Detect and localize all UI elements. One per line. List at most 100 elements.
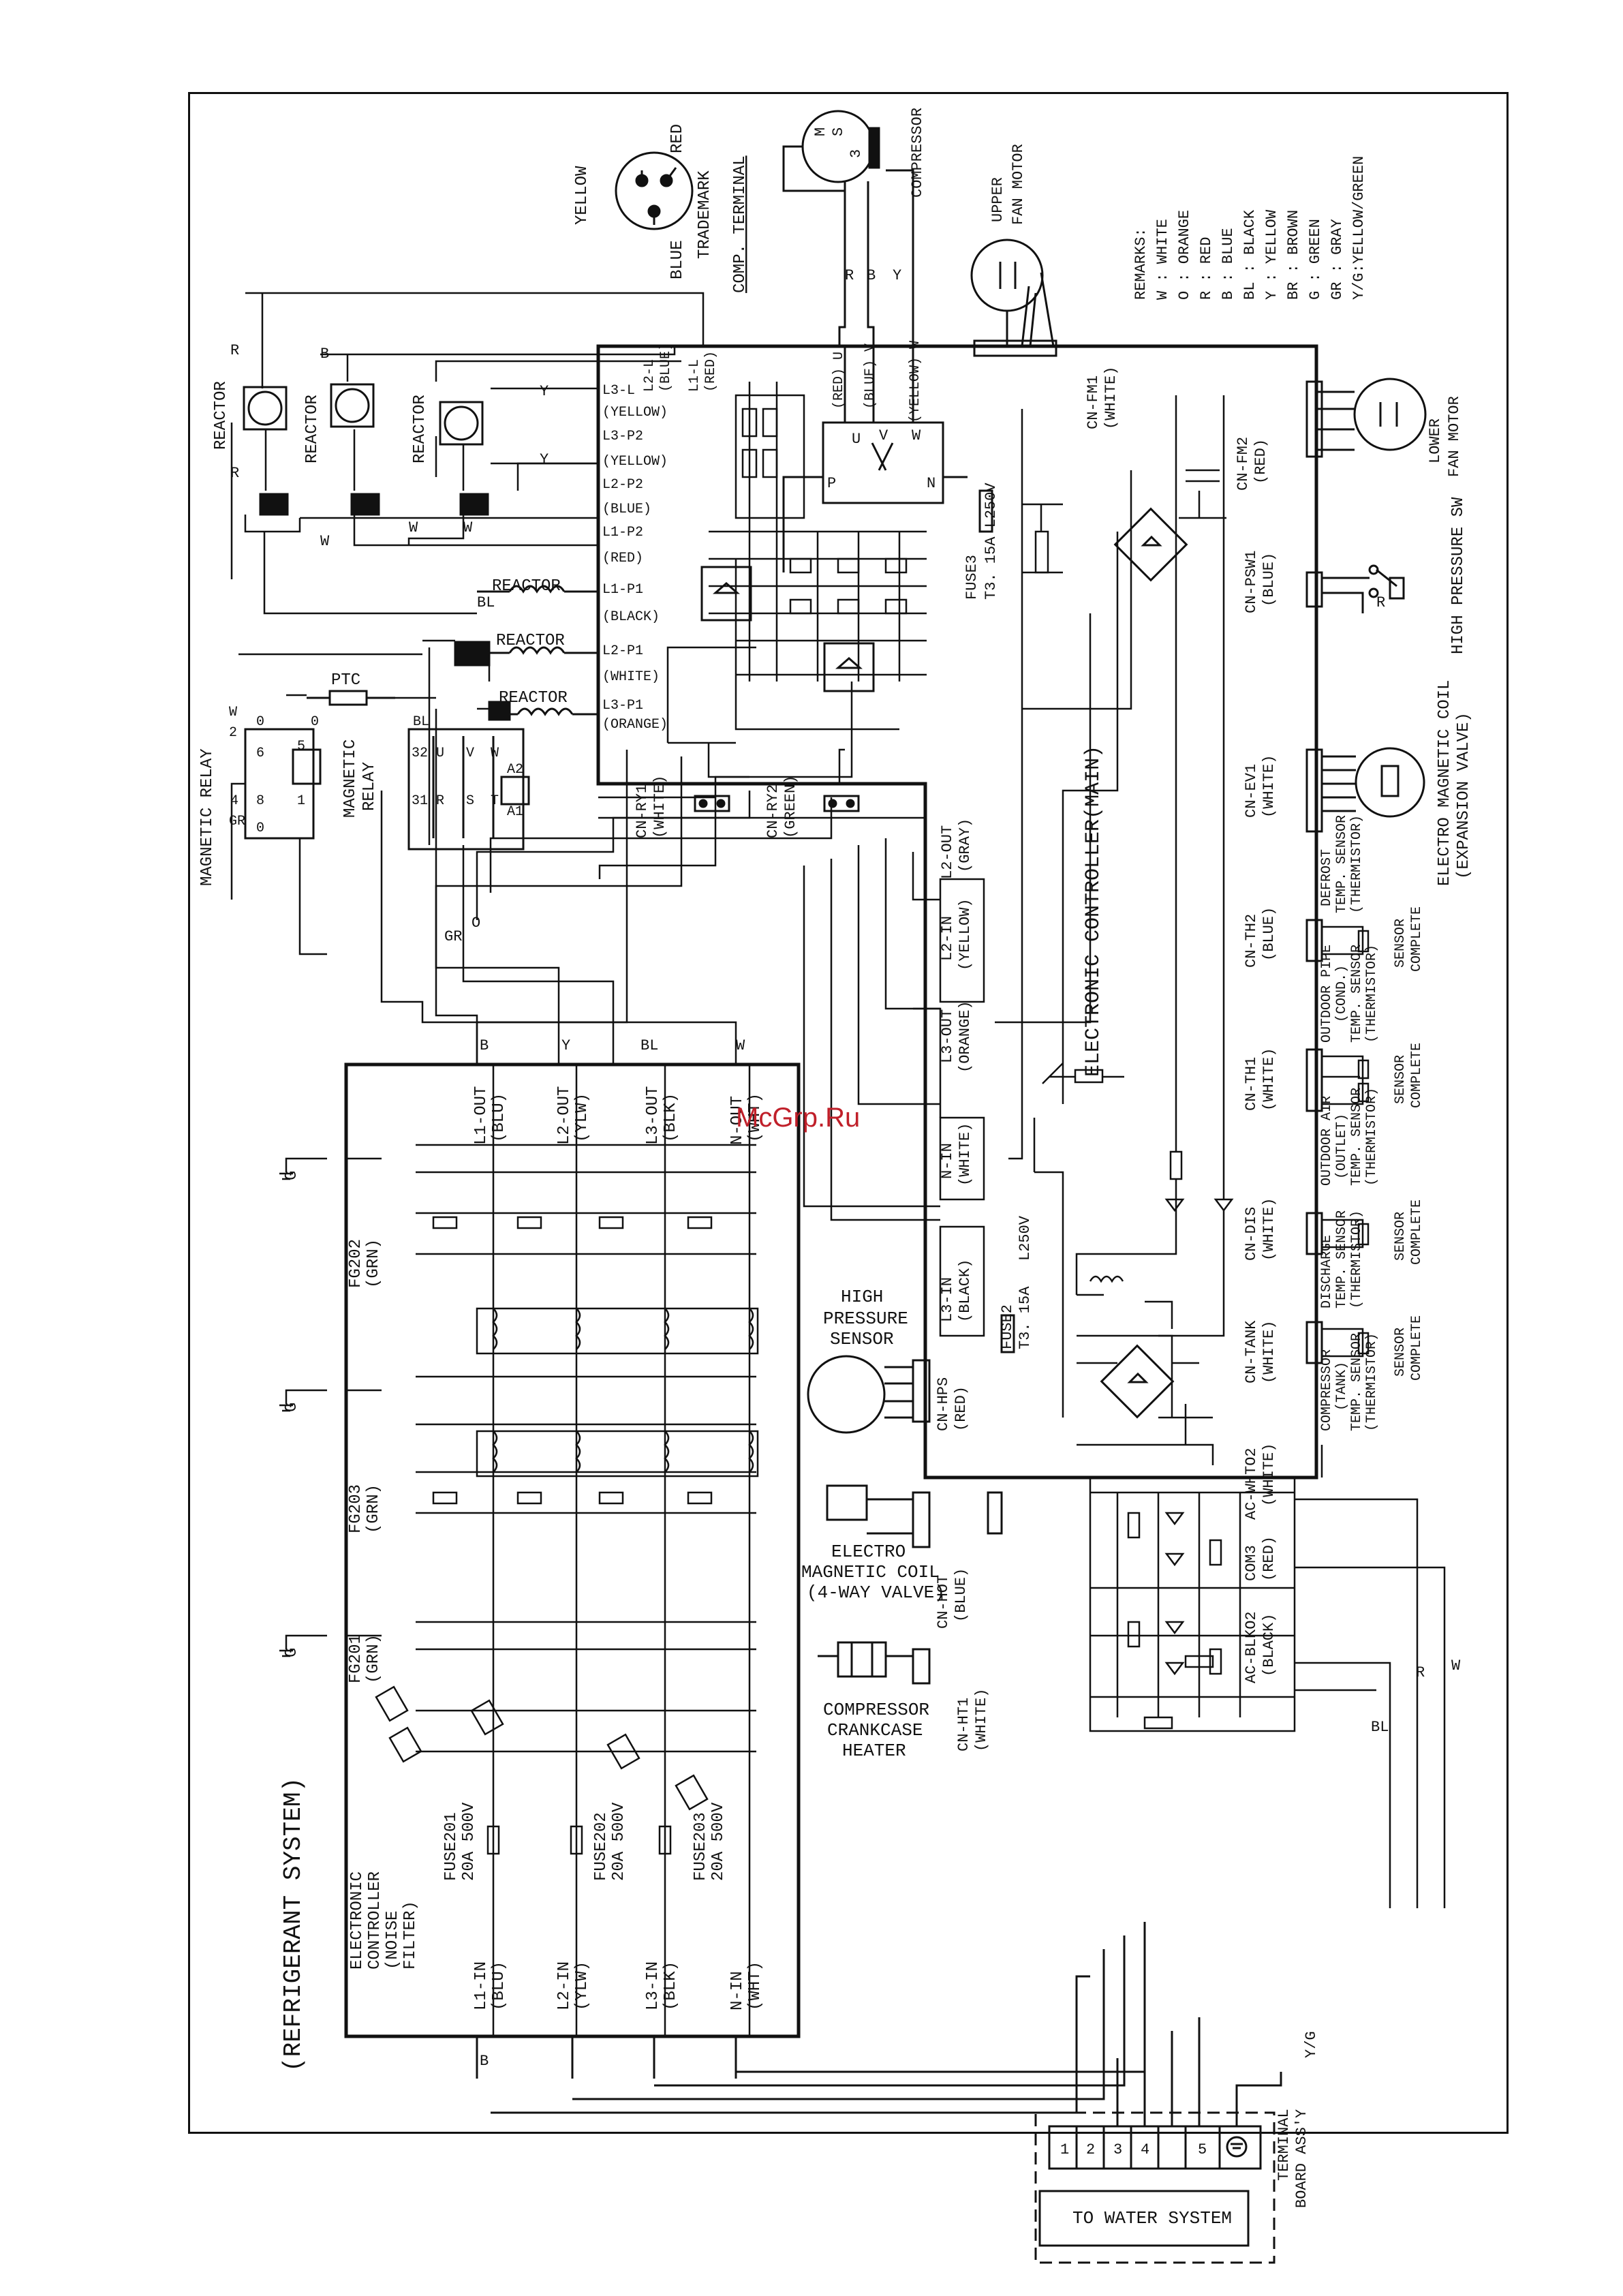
ctrl-term: (BLUE) xyxy=(602,502,651,517)
upper-fan-label: FAN MOTOR xyxy=(1010,144,1027,225)
terminal-pin: 2 xyxy=(1086,2141,1095,2158)
ctrl-side-label: (WHITE) xyxy=(957,1123,974,1186)
ctrl-side-label: (GRAY) xyxy=(957,818,974,872)
remarks-item: BL : BLACK xyxy=(1241,209,1258,300)
ctrl-term: L1-P2 xyxy=(602,525,643,540)
main-controller-outline xyxy=(596,344,1318,1480)
water-system-label: TO WATER SYSTEM xyxy=(1072,2208,1232,2229)
ipm-pin: N xyxy=(927,475,936,492)
fuse2: FUSE2 T3. 15A L250V xyxy=(999,1215,1034,1353)
wire-code: Y xyxy=(893,267,901,284)
ctrl-top-label: (BLUE) xyxy=(658,343,674,392)
terminal-board-label: BOARD ASS'Y xyxy=(1293,2109,1310,2208)
terminal-pin: 5 xyxy=(1198,2141,1207,2158)
upper-fan-motor: UPPER FAN MOTOR xyxy=(970,144,1055,347)
relay-pin: U xyxy=(436,746,444,761)
outdoor-air-label: (OUTLET) xyxy=(1334,1114,1350,1179)
high-pressure-switch: HIGH PRESSURE SW xyxy=(1322,497,1468,654)
fg203-label: FG203 xyxy=(347,1484,365,1533)
ctrl-left-terminals: L3-L (YELLOW) L3-P2 (YELLOW) L2-P2 (BLUE… xyxy=(602,383,668,733)
compressor: M S 3 COMPRESSOR xyxy=(782,108,926,346)
reactor-label: REACTOR xyxy=(499,689,568,707)
compressor-label: COMPRESSOR xyxy=(909,108,926,198)
outdoor-pipe-label: (COND.) xyxy=(1334,965,1350,1022)
remarks-item: Y : YELLOW xyxy=(1263,209,1280,300)
compressor-motor-m: M xyxy=(812,127,829,136)
cn-dis-label: CN-DIS xyxy=(1243,1207,1260,1261)
terminal-pin: 3 xyxy=(1113,2141,1122,2158)
ctrl-side-boxes xyxy=(803,838,985,1337)
expansion-valve-coil: ELECTRO MAGNETIC COIL (EXPANSION VALVE) xyxy=(1322,680,1473,886)
hp-switch-label: HIGH PRESSURE SW xyxy=(1449,497,1468,654)
outdoor-air-label: OUTDOOR AIR xyxy=(1319,1096,1335,1186)
cn-ry2-color: (GREEN) xyxy=(782,776,799,838)
cn-psw1-label: CN-PSW1 xyxy=(1243,551,1260,613)
sensor-complete-label: SENSOR xyxy=(1393,1212,1408,1261)
main-controller-label: ELECTRONIC CONTROLLER(MAIN) xyxy=(1082,746,1105,1077)
fg201-color: (GRN) xyxy=(365,1634,383,1683)
hp-sensor-label: HIGH xyxy=(841,1287,883,1307)
ctrl-term: (WHITE) xyxy=(602,669,660,685)
comp-terminal-yellow: YELLOW xyxy=(573,166,591,225)
tank-sensor-label: COMPRESSOR xyxy=(1319,1349,1335,1431)
cn-ev1-label: CN-EV1 xyxy=(1243,764,1260,818)
cn-ry2-label: CN-RY2 xyxy=(764,784,782,838)
ptc: PTC xyxy=(307,671,395,706)
ctrl-top-label: L2-L xyxy=(642,359,658,392)
ctrl-term: L3-P2 xyxy=(602,429,643,444)
cn-hot-label: CN-HOT xyxy=(935,1575,952,1629)
ctrl-side-labels: L2-OUT (GRAY) L2-IN (YELLOW) L3-OUT (ORA… xyxy=(939,818,974,1322)
rectifier-bridges xyxy=(700,507,1188,1419)
cn-tank-label: CN-TANK xyxy=(1243,1320,1260,1383)
wire-code: B xyxy=(867,267,876,284)
nf-in-label: (WHT) xyxy=(746,1961,764,2010)
reactor-label: REACTOR xyxy=(303,395,322,463)
relay-pin: GR xyxy=(229,814,245,829)
nf-fuse-rating: 20A 500V xyxy=(460,1802,478,1881)
remarks-heading: REMARKS: xyxy=(1132,228,1149,300)
magnetic-relay-label: MAGNETIC RELAY xyxy=(198,748,217,886)
relay-pin: T xyxy=(491,793,499,809)
reactor-label: REACTOR xyxy=(411,395,429,463)
noise-filter-title: CONTROLLER xyxy=(366,1871,384,1970)
crankcase-label: CRANKCASE xyxy=(827,1720,923,1741)
wire-code: BL xyxy=(640,1037,658,1054)
sensor-complete-label: COMPLETE xyxy=(1409,906,1425,972)
outdoor-pipe-label: TEMP. SENSOR xyxy=(1349,945,1365,1043)
fourway-label: ELECTRO xyxy=(831,1542,906,1562)
wire-code: Y xyxy=(561,1037,570,1054)
comp-terminal-blue: BLUE xyxy=(668,240,687,279)
relay-pin: 31 xyxy=(412,793,428,809)
relay-pin: A1 xyxy=(507,804,523,820)
compressor-motor-3: 3 xyxy=(848,149,865,158)
fuse2-rating: T3. 15A xyxy=(1017,1286,1034,1349)
watermark: McGrp.Ru xyxy=(736,1103,861,1133)
wire-code: GR xyxy=(444,928,462,945)
remarks-item: B : BLUE xyxy=(1220,228,1237,300)
magnetic-relay-label: MAGNETIC xyxy=(341,739,360,818)
noise-filter-outline xyxy=(344,1062,801,2038)
fuse2-label: FUSE2 xyxy=(999,1304,1016,1349)
nf-fuse-label: FUSE203 xyxy=(692,1812,710,1881)
noise-filter-title: ELECTRONIC xyxy=(348,1871,367,1970)
hp-sensor-label: PRESSURE xyxy=(823,1308,908,1329)
relay-pin: 6 xyxy=(256,746,264,761)
nf-in-label: N-IN xyxy=(728,1971,747,2010)
crankcase-heater: COMPRESSOR CRANKCASE HEATER xyxy=(818,1641,931,1761)
nf-out-label: (YLW) xyxy=(573,1093,591,1142)
nf-out-label: (BLK) xyxy=(662,1093,680,1142)
cn-hps-color: (RED) xyxy=(953,1386,970,1431)
ipm-pin: U xyxy=(852,431,861,448)
cn-fm2-label: CN-FM2 xyxy=(1235,437,1252,491)
cn-tank-color: (WHITE) xyxy=(1261,1321,1278,1383)
nf-out-label: L2-OUT xyxy=(555,1086,574,1145)
wire-code: Y xyxy=(540,383,548,400)
nf-out-label: (BLU) xyxy=(490,1093,508,1142)
relay-pin: W xyxy=(229,705,237,720)
sensor-complete-label: SENSOR xyxy=(1393,919,1408,968)
terminal-board-label: TERMINAL xyxy=(1276,2109,1293,2181)
ctrl-term: (BLACK) xyxy=(602,609,660,625)
terminal-pin: 4 xyxy=(1141,2141,1149,2158)
outdoor-pipe-label: (THERMISTOR) xyxy=(1364,945,1380,1043)
comp-terminal-red: RED xyxy=(668,124,687,153)
